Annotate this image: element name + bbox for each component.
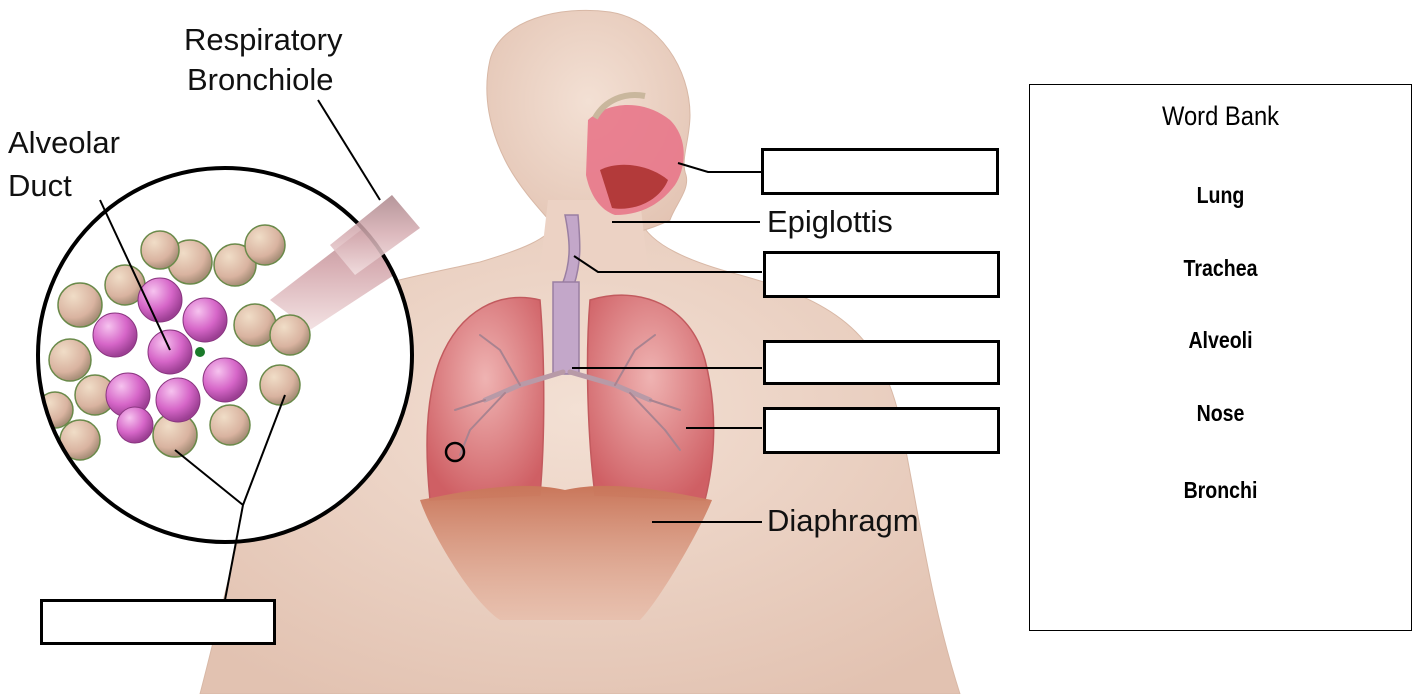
answer-box-bronchi[interactable]: [763, 340, 1000, 385]
answer-box-lung[interactable]: [763, 407, 1000, 454]
alveolar-duct-label-line1: Alveolar: [8, 125, 120, 161]
alveolar-duct-opening: [195, 347, 205, 357]
word-bank: Word Bank Lung Trachea Alveoli Nose Bron…: [1029, 84, 1412, 631]
answer-box-trachea[interactable]: [763, 251, 1000, 298]
diaphragm-label: Diaphragm: [767, 503, 919, 539]
answer-box-nose[interactable]: [761, 148, 999, 195]
word-bank-title: Word Bank: [1053, 99, 1388, 133]
word-bank-item-trachea: Trachea: [1059, 254, 1383, 282]
epiglottis-label: Epiglottis: [767, 204, 893, 240]
respiratory-bronchiole-label-line2: Bronchiole: [187, 62, 333, 98]
word-bank-item-lung: Lung: [1059, 181, 1383, 209]
word-bank-item-alveoli: Alveoli: [1059, 326, 1383, 354]
alveolar-duct-label-line2: Duct: [8, 168, 72, 204]
word-bank-item-bronchi: Bronchi: [1059, 476, 1383, 504]
word-bank-item-nose: Nose: [1059, 399, 1383, 427]
answer-box-alveoli[interactable]: [40, 599, 276, 645]
respiratory-bronchiole-label-line1: Respiratory: [184, 22, 343, 58]
